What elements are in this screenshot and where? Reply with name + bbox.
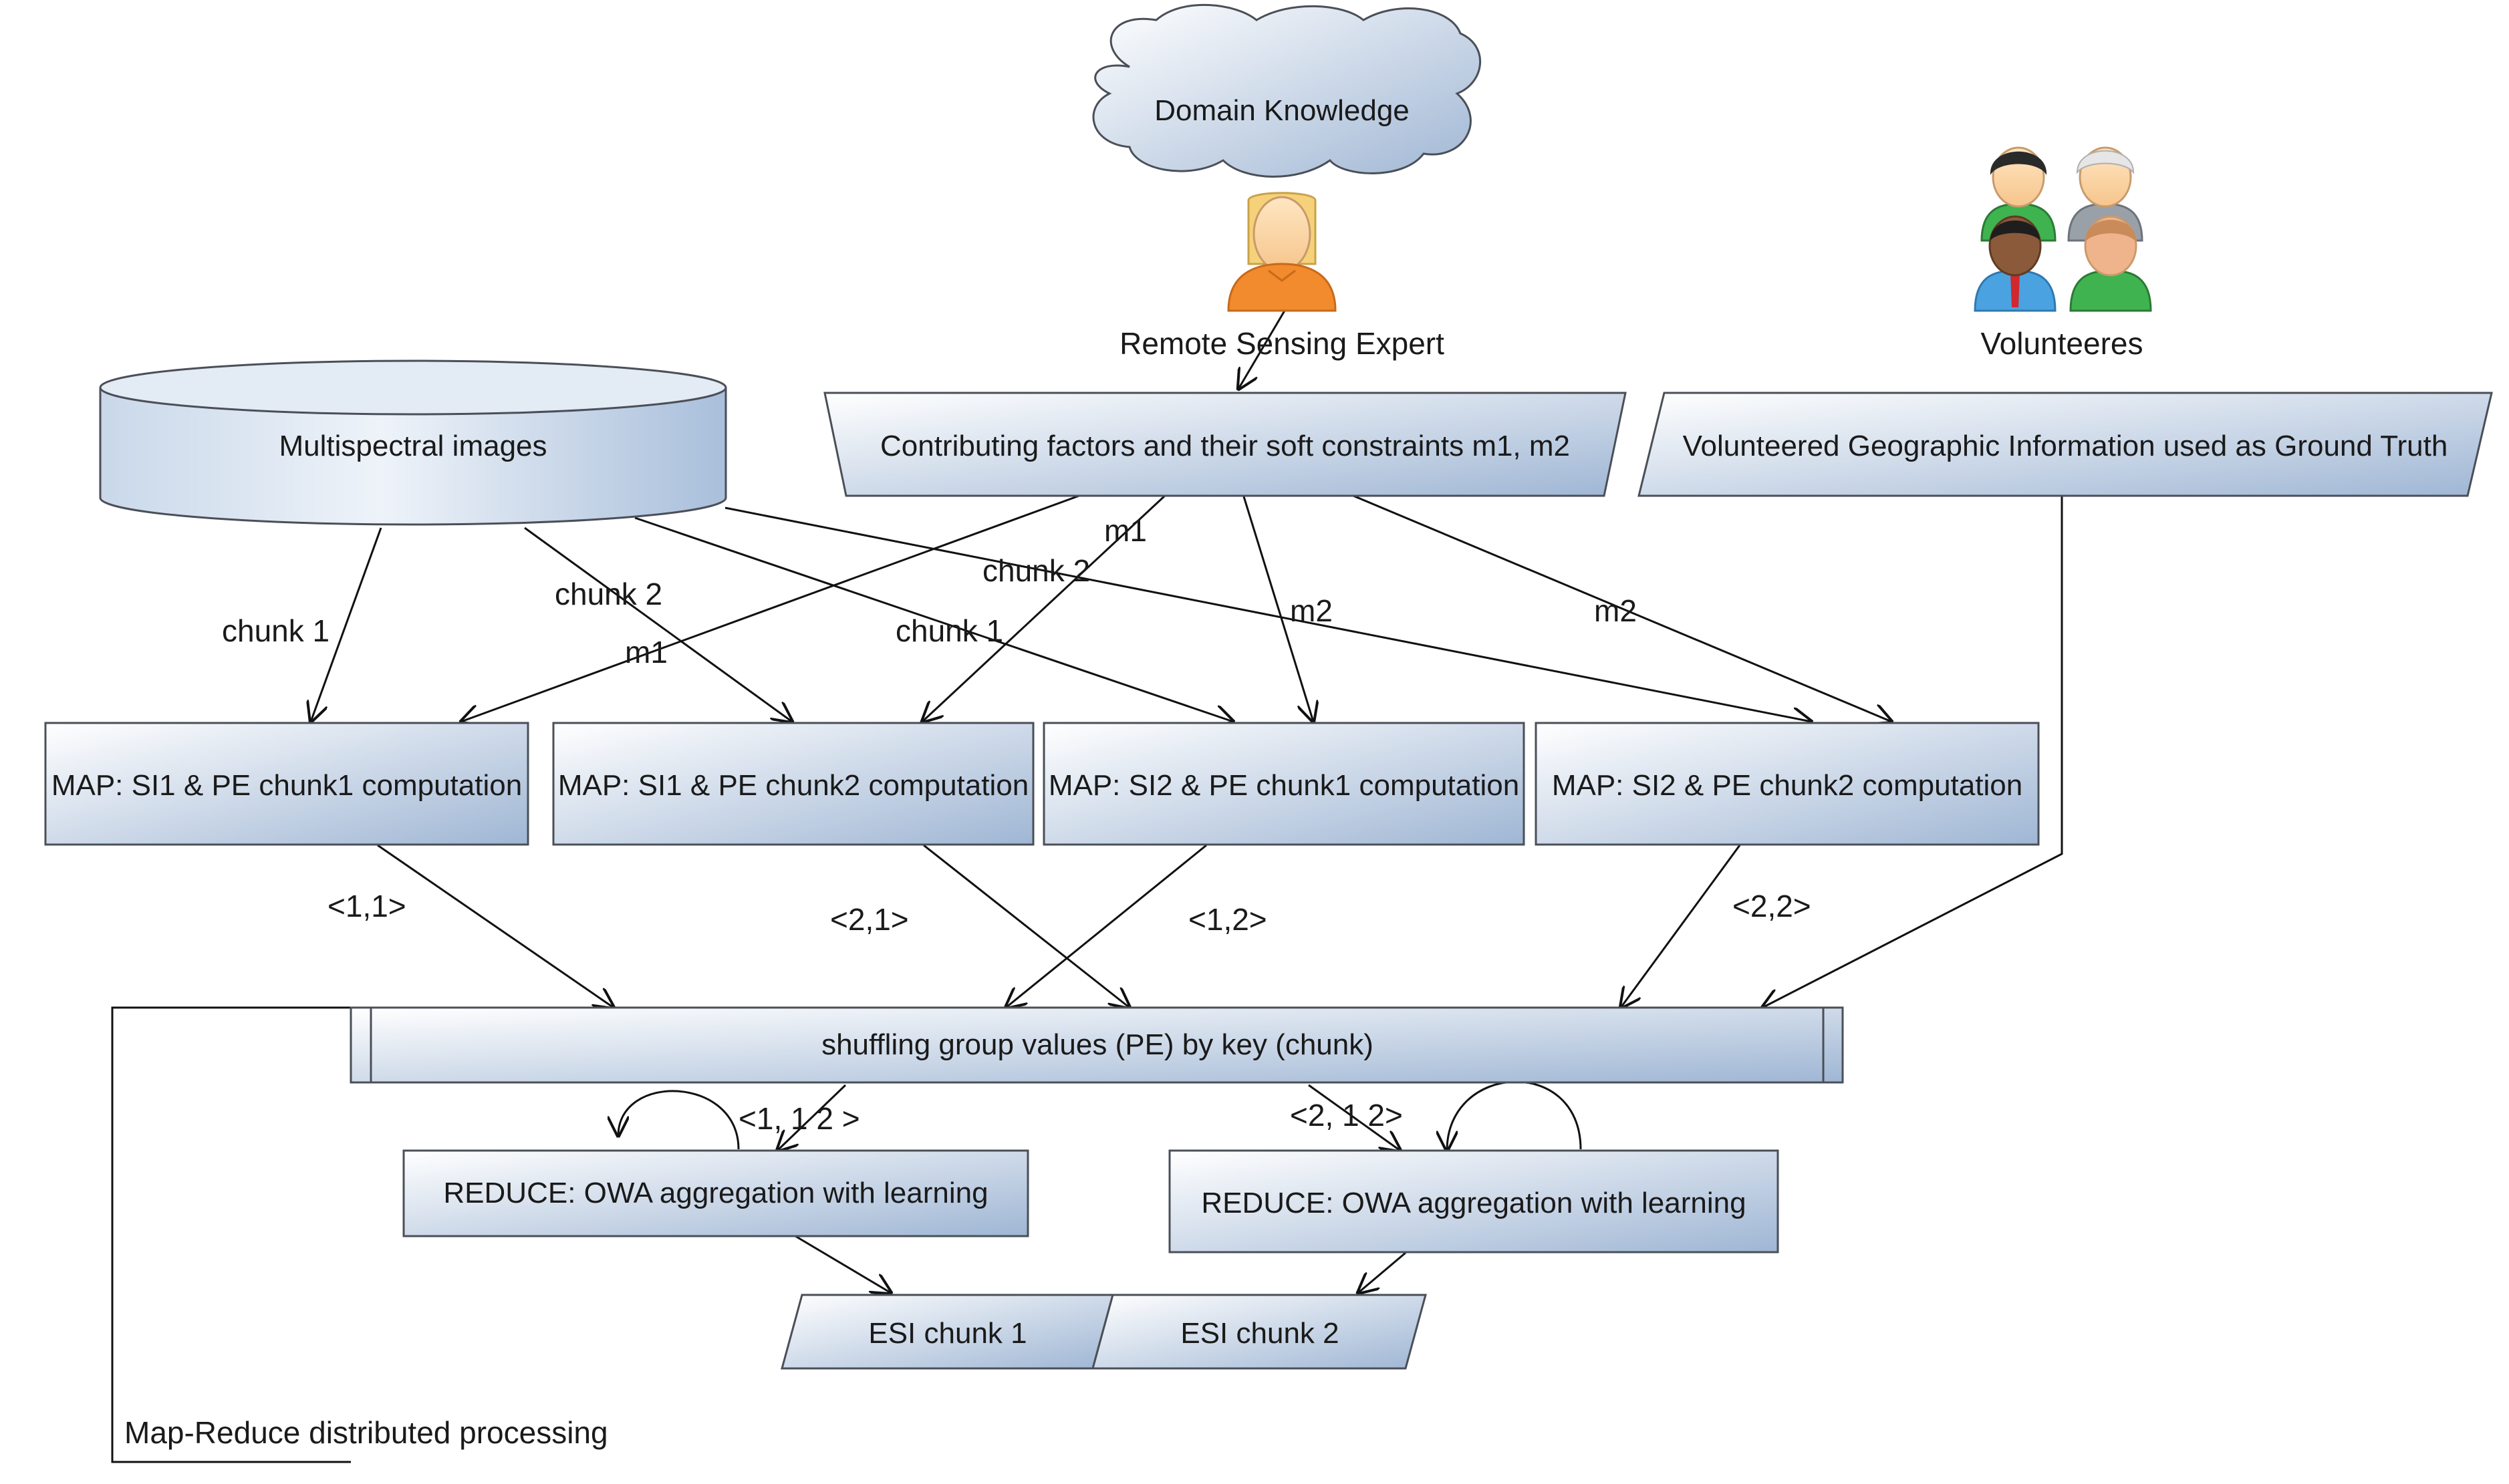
map-label-2: MAP: SI1 & PE chunk2 computation bbox=[558, 769, 1029, 802]
esi-box-1: ESI chunk 1 bbox=[781, 1294, 1114, 1370]
volunteers-label: Volunteeres bbox=[1981, 326, 2143, 361]
label-key-12: <1,2> bbox=[1188, 902, 1267, 937]
people-group-icon bbox=[1974, 146, 2152, 312]
shuffle-label: shuffling group values (PE) by key (chun… bbox=[821, 1028, 1373, 1061]
label-key-21: <2,1> bbox=[830, 902, 909, 937]
label-m1-b: m1 bbox=[1104, 513, 1147, 548]
label-reduce-key-1: <1, 1 2 > bbox=[739, 1101, 860, 1136]
reduce-label-1: REDUCE: OWA aggregation with learning bbox=[443, 1177, 988, 1209]
edge-factors-map4 bbox=[1349, 493, 1891, 722]
map-label-3: MAP: SI2 & PE chunk1 computation bbox=[1049, 769, 1519, 802]
domain-knowledge-label: Domain Knowledge bbox=[1154, 94, 1410, 127]
edge-map3-shuffle bbox=[1006, 844, 1207, 1008]
label-chunk1-b: chunk 1 bbox=[896, 613, 1003, 648]
multispectral-images-cylinder: Multispectral images bbox=[99, 359, 727, 526]
map-reduce-frame: Map-Reduce distributed processing bbox=[111, 1006, 608, 1463]
edge-factors-map1 bbox=[461, 493, 1083, 722]
edge-reduce1-esi1 bbox=[795, 1235, 891, 1293]
remote-sensing-expert-label: Remote Sensing Expert bbox=[1119, 326, 1444, 361]
edge-map4-shuffle bbox=[1621, 845, 1741, 1008]
label-key-11: <1,1> bbox=[327, 889, 406, 923]
map-label-1: MAP: SI1 & PE chunk1 computation bbox=[51, 769, 522, 802]
map-box-3: MAP: SI2 & PE chunk1 computation bbox=[1043, 722, 1525, 846]
contributing-factors-box: Contributing factors and their soft cons… bbox=[823, 392, 1627, 497]
map-box-1: MAP: SI1 & PE chunk1 computation bbox=[44, 722, 529, 846]
label-reduce-key-2: <2, 1 2> bbox=[1290, 1098, 1403, 1133]
edge-expert-factors bbox=[1238, 307, 1288, 389]
map-box-4: MAP: SI2 & PE chunk2 computation bbox=[1535, 722, 2040, 846]
vgi-box: Volunteered Geographic Information used … bbox=[1637, 392, 2493, 497]
shuffle-bar: shuffling group values (PE) by key (chun… bbox=[350, 1006, 1844, 1084]
edge-map1-shuffle bbox=[377, 844, 614, 1008]
edge-factors-map3 bbox=[1242, 494, 1313, 722]
label-key-22: <2,2> bbox=[1732, 889, 1811, 923]
edge-reduce2-esi2 bbox=[1358, 1251, 1406, 1293]
edge-images-map3 bbox=[634, 516, 1233, 722]
edge-images-map4 bbox=[724, 506, 1811, 722]
map-label-4: MAP: SI2 & PE chunk2 computation bbox=[1552, 769, 2022, 802]
reduce-label-2: REDUCE: OWA aggregation with learning bbox=[1201, 1187, 1746, 1219]
edge-shuffle-reduce2 bbox=[1308, 1084, 1400, 1151]
label-chunk1-a: chunk 1 bbox=[222, 613, 329, 648]
multispectral-images-label: Multispectral images bbox=[279, 430, 547, 462]
edge-vgi-shuffle bbox=[1762, 496, 2063, 1008]
frame-label: Map-Reduce distributed processing bbox=[124, 1415, 608, 1450]
edges bbox=[311, 307, 2063, 1293]
edge-factors-map2 bbox=[922, 493, 1168, 722]
esi-box-2: ESI chunk 2 bbox=[1091, 1294, 1427, 1370]
edge-map2-shuffle bbox=[923, 844, 1130, 1008]
edge-images-map2 bbox=[524, 527, 792, 722]
map-box-2: MAP: SI1 & PE chunk2 computation bbox=[552, 722, 1035, 846]
reduce-box-2: REDUCE: OWA aggregation with learning bbox=[1168, 1149, 1779, 1253]
vgi-label: Volunteered Geographic Information used … bbox=[1683, 430, 2448, 462]
woman-expert-icon bbox=[1227, 192, 1337, 312]
loop-reduce1 bbox=[618, 1090, 740, 1150]
label-m1-a: m1 bbox=[625, 635, 668, 670]
edge-shuffle-reduce1 bbox=[777, 1084, 847, 1151]
edge-labels: chunk 1 chunk 2 chunk 1 chunk 2 m1 m1 m2… bbox=[222, 513, 1811, 1136]
label-m2-a: m2 bbox=[1290, 593, 1333, 628]
loop-reduce2 bbox=[1447, 1080, 1582, 1151]
label-chunk2-a: chunk 2 bbox=[555, 577, 662, 611]
label-chunk2-b: chunk 2 bbox=[982, 553, 1090, 588]
label-m2-b: m2 bbox=[1594, 593, 1637, 628]
edge-images-map1 bbox=[311, 527, 382, 722]
contributing-factors-label: Contributing factors and their soft cons… bbox=[880, 430, 1570, 462]
esi-label-2: ESI chunk 2 bbox=[1180, 1317, 1339, 1350]
esi-label-1: ESI chunk 1 bbox=[868, 1317, 1027, 1350]
reduce-box-1: REDUCE: OWA aggregation with learning bbox=[402, 1149, 1029, 1237]
domain-knowledge-cloud: Domain Knowledge bbox=[1092, 3, 1482, 178]
